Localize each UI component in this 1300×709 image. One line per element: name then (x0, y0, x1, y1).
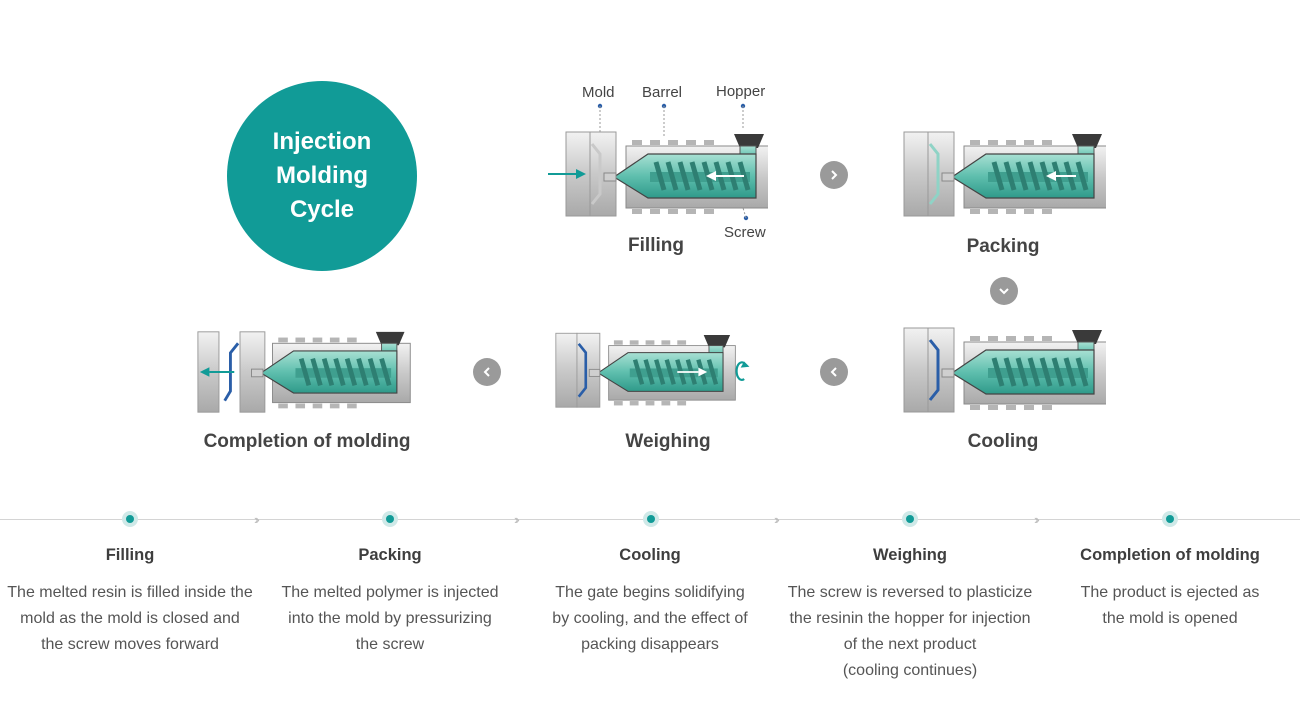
stage-label-weighing: Weighing (625, 431, 711, 452)
timeline-dot (643, 511, 659, 527)
callout-screw: Screw (724, 224, 766, 241)
timeline-chevron-icon: ›› (774, 512, 779, 527)
timeline-dot (1162, 511, 1178, 527)
cycle-title-badge: Injection Molding Cycle (227, 81, 417, 271)
stage-label-filling: Filling (628, 235, 684, 256)
timeline-dot (902, 511, 918, 527)
timeline-dot (122, 511, 138, 527)
cooling-machine-illustration (903, 327, 1106, 413)
callout-barrel: Barrel (642, 84, 683, 101)
callout-mold: Mold (582, 84, 615, 101)
packing-machine-illustration (903, 131, 1106, 217)
stage-label-packing: Packing (966, 236, 1040, 257)
step-desc-cooling: The gate begins solidifying by cooling, … (552, 584, 748, 653)
step-title-packing: Packing (358, 546, 422, 564)
step-desc-completion: The product is ejected as the mold is op… (1080, 584, 1260, 627)
stage-label-completion: Completion of molding (203, 431, 411, 452)
step-title-weighing: Weighing (873, 546, 947, 564)
completion-machine-illustration (197, 322, 416, 413)
title-line-1: Injection (272, 128, 372, 155)
title-line-2: Molding (276, 162, 368, 189)
timeline-chevron-icon: ›› (1034, 512, 1039, 527)
callout-hopper: Hopper (716, 83, 766, 100)
cycle-title: Injection Molding Cycle (247, 125, 397, 227)
step-title-cooling: Cooling (619, 546, 681, 564)
flow-arrow-down-icon (990, 277, 1018, 305)
flow-arrow-left-icon (473, 358, 501, 386)
weighing-machine-illustration (555, 332, 750, 422)
timeline-chevron-icon: ›› (254, 512, 259, 527)
step-desc-filling: The melted resin is filled inside the mo… (7, 584, 253, 653)
stage-label-cooling: Cooling (967, 431, 1039, 452)
flow-arrow-right-icon (820, 161, 848, 189)
title-line-3: Cycle (289, 196, 355, 223)
step-desc-weighing: The screw is reversed to plasticize the … (787, 584, 1033, 679)
filling-machine-illustration (548, 131, 768, 217)
step-title-completion: Completion of molding (1080, 546, 1260, 564)
step-title-filling: Filling (105, 546, 155, 564)
timeline-dot (382, 511, 398, 527)
flow-arrow-left-icon (820, 358, 848, 386)
step-desc-packing: The melted polymer is injected into the … (281, 584, 499, 653)
timeline-chevron-icon: ›› (514, 512, 519, 527)
